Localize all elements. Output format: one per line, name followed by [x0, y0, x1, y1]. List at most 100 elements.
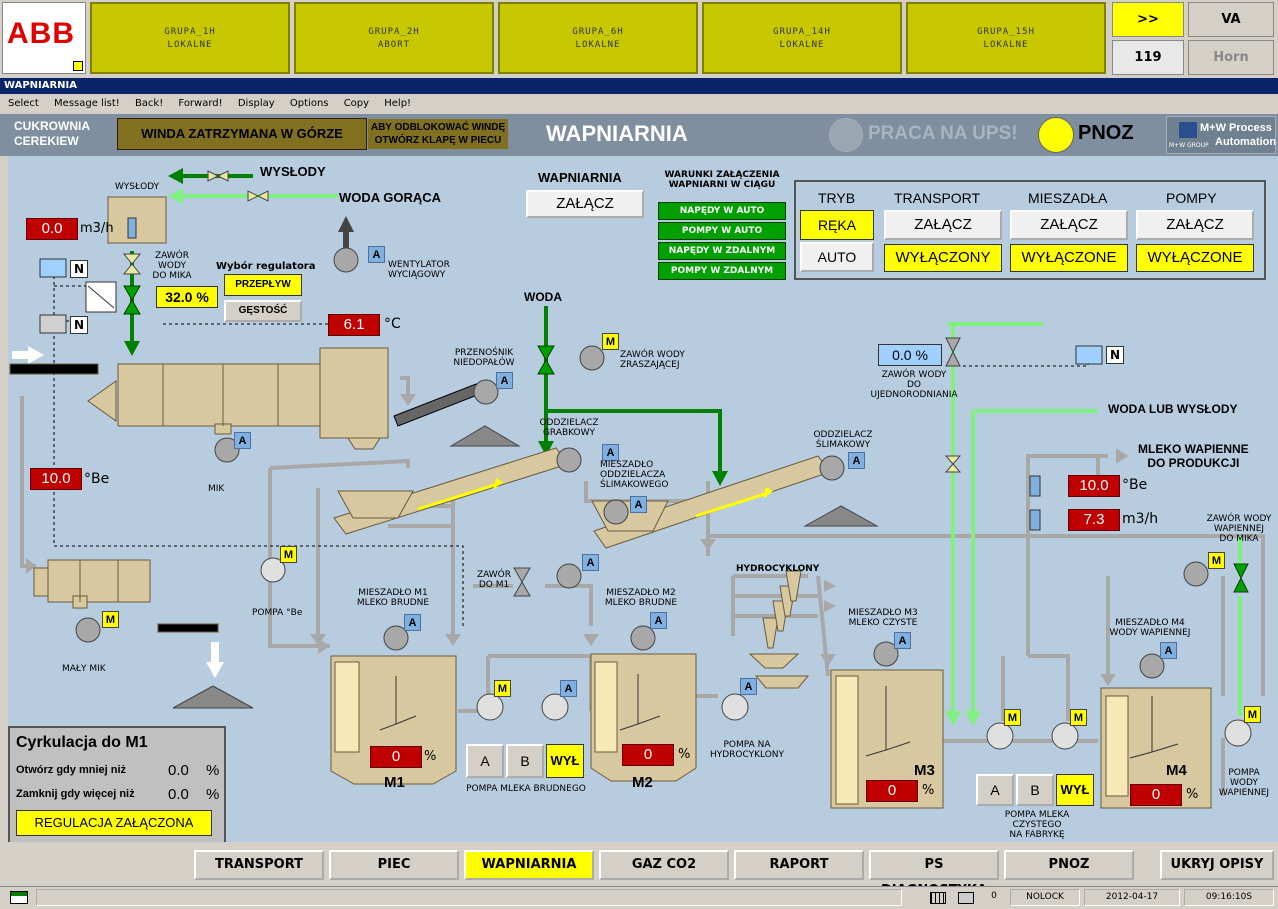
zawor-wody-wap-line3: DO MIKA — [1219, 534, 1259, 544]
pump-1-manual-badge[interactable]: M — [494, 680, 511, 697]
pump-2-auto-badge[interactable]: A — [560, 680, 577, 697]
pompa-brudne-wyl-button[interactable]: WYŁ — [546, 744, 584, 778]
zawor-ujedn-line2: DO UJEDNORODNIANIA — [870, 380, 958, 400]
m1-mixer-auto-badge[interactable]: A — [404, 614, 421, 631]
menu-select[interactable]: Select — [8, 98, 39, 109]
maly-mik-label: MAŁY MIK — [62, 664, 106, 674]
przenosnik-label: PRZENOŚNIK NIEDOPAŁÓW — [444, 348, 524, 368]
pompa-czyste-line2: CZYSTEGO — [1012, 820, 1062, 830]
n-label-1: N — [70, 260, 88, 278]
miesz-oddz-auto-badge[interactable]: A — [630, 496, 647, 513]
przenosnik-auto-badge[interactable]: A — [496, 372, 513, 389]
nav-transport[interactable]: TRANSPORT — [194, 850, 324, 880]
menu-copy[interactable]: Copy — [343, 98, 370, 109]
plant-name-line2: CEREKIEW — [14, 134, 79, 148]
nav-pnoz[interactable]: PNOZ — [1004, 850, 1134, 880]
nav-piec[interactable]: PIEC — [329, 850, 459, 880]
mik-auto-badge[interactable]: A — [234, 432, 251, 449]
pump-hydro-auto-badge[interactable]: A — [740, 678, 757, 695]
pompa-wody-line3: WAPIENNEJ — [1218, 788, 1270, 798]
circulation-close-unit: % — [206, 786, 220, 803]
wentylator-auto-badge[interactable]: A — [368, 246, 385, 263]
header-band: CUKROWNIA CEREKIEW WINDA ZATRZYMANA W GÓ… — [0, 114, 1278, 156]
alarm-hint: ABY ODBLOKOWAĆ WINDĘ OTWÓRZ KLAPĘ W PIEC… — [368, 119, 508, 149]
brand-logo: M+W GROUP M+W Process Automation — [1166, 116, 1276, 154]
m4-level-unit: % — [1186, 787, 1199, 802]
logo-indicator-icon — [73, 61, 83, 71]
pompa-be-manual-badge[interactable]: M — [280, 546, 297, 563]
pompa-brudne-b-button[interactable]: B — [506, 744, 544, 778]
mleko-flow-unit: m3/h — [1122, 511, 1159, 527]
mleko-be-unit: °Be — [1122, 477, 1148, 493]
va-button[interactable]: VA — [1188, 2, 1274, 37]
grid-icon — [930, 892, 946, 904]
zawor-mika-percent[interactable]: 32.0 % — [156, 286, 218, 308]
oddz-slim-auto-badge[interactable]: A — [848, 452, 865, 469]
hide-descriptions-button[interactable]: UKRYJ OPISY — [1160, 850, 1274, 880]
menu-back[interactable]: Back! — [134, 98, 164, 109]
pompa-czyste-a-button[interactable]: A — [976, 774, 1014, 806]
pompy-start-button[interactable]: ZAŁĄCZ — [1136, 210, 1254, 240]
mieszadla-start-button[interactable]: ZAŁĄCZ — [1010, 210, 1128, 240]
nav-raport[interactable]: RAPORT — [734, 850, 864, 880]
mode-reka-button[interactable]: RĘKA — [800, 210, 874, 240]
pump-5-manual-badge[interactable]: M — [1244, 706, 1261, 723]
zawor-m1-auto-badge[interactable]: A — [582, 554, 599, 571]
mleko-flow-value: 7.3 — [1068, 509, 1120, 531]
m4-title-line2: WODY WAPIENNEJ — [1109, 628, 1191, 638]
m4-title: MIESZADŁO M4 WODY WAPIENNEJ — [1100, 618, 1200, 638]
zawor-wody-wap-manual-badge[interactable]: M — [1208, 552, 1225, 569]
menu-forward[interactable]: Forward! — [178, 98, 223, 109]
m1-title-line1: MIESZADŁO M1 — [358, 588, 428, 598]
mleko-produkcji-label: MLEKO WAPIENNE DO PRODUKCJI — [1138, 442, 1249, 470]
transport-start-button[interactable]: ZAŁĄCZ — [884, 210, 1002, 240]
horn-button[interactable]: Horn — [1188, 40, 1274, 75]
reg-gestosc-button[interactable]: GĘSTOŚĆ — [224, 300, 302, 322]
next-page-button[interactable]: >> — [1112, 2, 1184, 37]
menu-options[interactable]: Options — [289, 98, 329, 109]
condition-pompy-zdalnym: POMPY W ZDALNYM — [658, 262, 786, 280]
m3-level-value: 0 — [866, 780, 918, 802]
nav-wapniarnia[interactable]: WAPNIARNIA — [464, 850, 594, 880]
menu-display[interactable]: Display — [237, 98, 275, 109]
circulation-open-value[interactable]: 0.0 — [168, 762, 189, 779]
wapniarnia-start-button[interactable]: ZAŁĄCZ — [526, 190, 644, 218]
group-state: LOKALNE — [983, 40, 1029, 50]
transport-state: WYŁĄCZONY — [884, 244, 1002, 272]
flow-value: 0.0 — [26, 218, 78, 240]
pump-3-manual-badge[interactable]: M — [1004, 709, 1021, 726]
circulation-close-label: Zamknij gdy więcej niż — [16, 788, 135, 800]
zawor-m1-line2: DO M1 — [478, 580, 510, 590]
m2-mixer-auto-badge[interactable]: A — [650, 612, 667, 629]
nav-gaz-co2[interactable]: GAZ CO2 — [599, 850, 729, 880]
zawor-zrasz-manual-badge[interactable]: M — [602, 333, 619, 350]
m1-title-line2: MLEKO BRUDNE — [356, 598, 430, 608]
pompa-czyste-line1: POMPA MLEKA — [1004, 810, 1070, 820]
menu-help[interactable]: Help! — [384, 98, 412, 109]
circulation-open-label: Otwórz gdy mniej niż — [16, 764, 127, 776]
pompa-brudne-a-button[interactable]: A — [466, 744, 504, 778]
m4-mixer-auto-badge[interactable]: A — [1160, 642, 1177, 659]
oddz-grab-auto-badge[interactable]: A — [602, 444, 619, 461]
zawor-ujedn-percent[interactable]: 0.0 % — [878, 344, 942, 366]
pompa-czyste-b-button[interactable]: B — [1016, 774, 1054, 806]
zawor-wody-wap-line1: ZAWÓR WODY — [1206, 514, 1272, 524]
circulation-close-value[interactable]: 0.0 — [168, 786, 189, 803]
pompa-czyste-wyl-button[interactable]: WYŁ — [1056, 774, 1094, 806]
maly-mik-manual-badge[interactable]: M — [102, 611, 119, 628]
m3-mixer-auto-badge[interactable]: A — [894, 632, 911, 649]
reg-przeplyw-button[interactable]: PRZEPŁYW — [224, 274, 302, 296]
circulation-status-button[interactable]: REGULACJA ZAŁĄCZONA — [16, 810, 212, 836]
condition-napedy-zdalnym: NAPĘDY W ZDALNYM — [658, 242, 786, 260]
pump-4-manual-badge[interactable]: M — [1070, 709, 1087, 726]
menu-message-list[interactable]: Message list! — [54, 98, 120, 109]
zawor-m1-label: ZAWÓR DO M1 — [474, 570, 514, 590]
mode-auto-button[interactable]: AUTO — [800, 242, 874, 272]
m2-title: MIESZADŁO M2 MLEKO BRUDNE — [596, 588, 686, 608]
nav-ps-diagnostyka[interactable]: PS DIAGNOSTYKA — [869, 850, 999, 898]
